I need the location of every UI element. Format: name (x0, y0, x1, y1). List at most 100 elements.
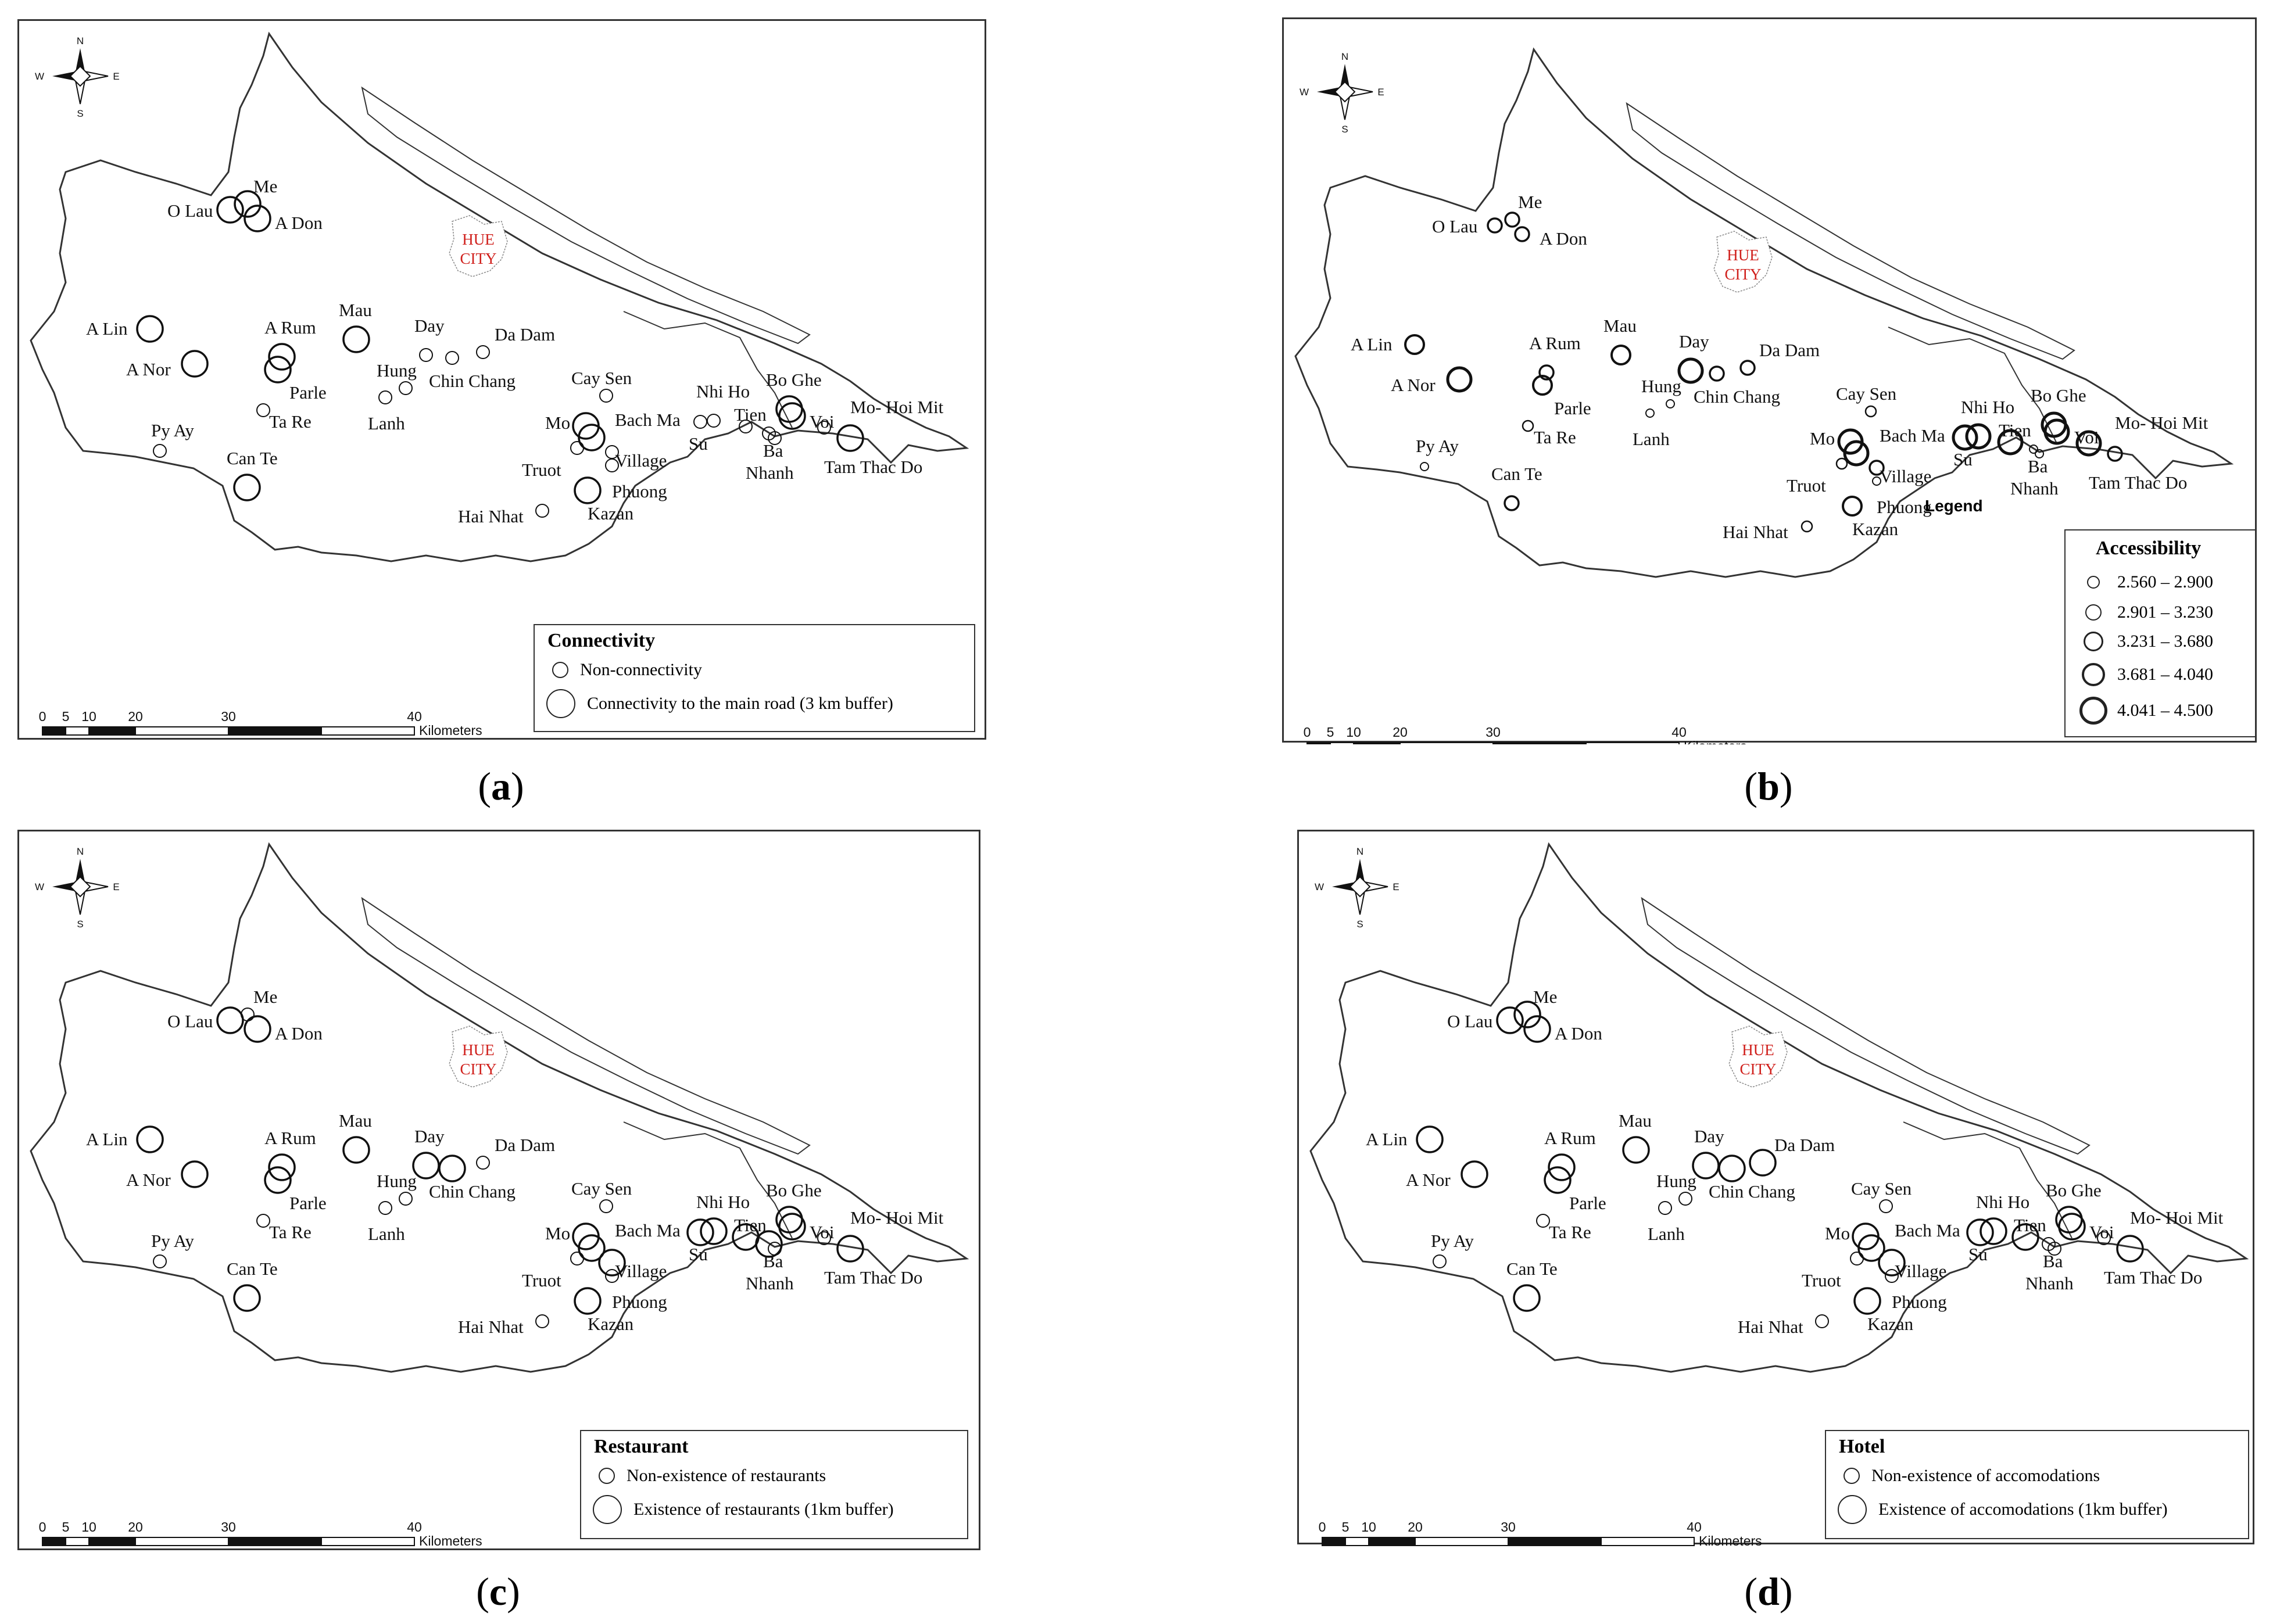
place-label-alin: A Lin (1351, 334, 1393, 354)
legend-title: Connectivity (547, 630, 656, 651)
compass-label-n: N (77, 35, 84, 46)
hue-city-outline (449, 215, 508, 277)
place-label-caysen: Cay Sen (571, 368, 632, 388)
place-label-truot: Truot (1802, 1270, 1841, 1290)
legend-label: Connectivity to the main road (3 km buff… (587, 694, 893, 713)
place-label-village: Village (615, 450, 667, 471)
place-label-kazan: Kazan (588, 503, 634, 524)
circle-level-2-icon (2085, 604, 2102, 621)
circle-level-5-icon (2079, 697, 2107, 725)
place-symbol-village (1878, 1249, 1906, 1277)
place-symbol-bachma (1843, 440, 1870, 467)
place-symbol-tien (1997, 429, 2024, 456)
place-symbol-phuong (1872, 476, 1881, 486)
legend-title: Accessibility (2096, 537, 2202, 559)
place-symbol-bachma (578, 424, 606, 451)
place-symbol-mau (342, 1136, 370, 1164)
legend-label: 2.901 – 3.230 (2117, 603, 2213, 622)
place-symbol-arum (268, 1153, 296, 1181)
place-symbol-nhiho (1980, 1217, 2007, 1245)
place-symbol-anor (1446, 366, 1473, 393)
legend-label: Existence of accomodations (1km buffer) (1878, 1500, 2168, 1519)
lagoon-outline (361, 86, 811, 345)
place-symbol-me (1513, 1001, 1541, 1028)
district-boundary (1903, 1121, 2072, 1239)
small-circle-icon (1844, 1468, 1860, 1484)
province-outline (30, 842, 969, 1373)
place-label-ba: Ba (763, 1251, 783, 1271)
scale-tick-label: 20 (128, 709, 143, 724)
place-label-arum: A Rum (264, 1128, 316, 1148)
compass-label-w: W (35, 71, 44, 82)
caption-b: (b) (1744, 764, 1793, 808)
place-label-lanh: Lanh (1633, 429, 1670, 449)
place-label-chinchang: Chin Chang (1694, 386, 1780, 407)
scale-tick-label: 30 (221, 709, 236, 724)
scale-tick-label: 30 (1501, 1519, 1516, 1535)
lagoon-outline (1626, 102, 2075, 360)
place-label-phuong: Phuong (612, 481, 667, 501)
place-label-dadam: Da Dam (1774, 1135, 1835, 1155)
city-label: CITY (1740, 1060, 1777, 1078)
place-label-hung: Hung (377, 1171, 417, 1191)
place-label-arum: A Rum (1544, 1128, 1596, 1148)
place-label-mohoimit: Mo- Hoi Mit (850, 397, 944, 417)
hue-city-outline (1713, 231, 1773, 293)
place-label-tare: Ta Re (1549, 1222, 1591, 1242)
place-label-anor: A Nor (126, 1170, 171, 1190)
place-label-nhiho: Nhi Ho (1976, 1192, 2029, 1212)
place-label-anor: A Nor (1391, 375, 1436, 395)
place-symbol-nhanh (768, 431, 782, 445)
place-symbol-parle (264, 356, 292, 383)
place-label-day: Day (414, 316, 445, 336)
place-label-ba: Ba (2028, 456, 2048, 476)
place-label-nhanh: Nhanh (746, 463, 794, 483)
place-label-nhanh: Nhanh (2010, 478, 2059, 499)
place-symbol-tamthacdo (836, 424, 864, 452)
legend-item: 2.901 – 3.230 (2083, 603, 2213, 622)
place-symbol-adon (1523, 1015, 1551, 1043)
place-label-chinchang: Chin Chang (1709, 1181, 1795, 1202)
place-label-chinchang: Chin Chang (429, 1181, 516, 1202)
place-label-tien: Tien (2014, 1215, 2046, 1235)
large-circle-icon (1838, 1495, 1867, 1524)
compass-label-e: E (113, 71, 119, 82)
place-label-bachma: Bach Ma (615, 1220, 681, 1241)
place-symbol-hainhat (1815, 1314, 1829, 1328)
place-label-me: Me (1533, 987, 1557, 1007)
place-symbol-truot (570, 1252, 584, 1265)
place-symbol-tien (2011, 1223, 2039, 1251)
place-symbol-chinchang (1709, 365, 1725, 382)
compass-label-s: S (77, 919, 83, 930)
place-label-parle: Parle (289, 1193, 327, 1213)
scale-tick-label: 40 (1671, 725, 1687, 740)
legend-title: Restaurant (594, 1436, 689, 1457)
place-label-kazan: Kazan (1852, 519, 1899, 539)
place-label-phuong: Phuong (1892, 1292, 1947, 1312)
place-symbol-caysen (599, 1199, 613, 1213)
place-label-caysen: Cay Sen (1851, 1178, 1912, 1199)
place-label-tare: Ta Re (1534, 427, 1576, 447)
place-symbol-alin (136, 1125, 164, 1153)
place-label-su: Su (689, 433, 708, 454)
compass-label-s: S (1356, 919, 1363, 930)
place-symbol-mohoimit (2097, 1231, 2111, 1245)
place-label-boghe: Bo Ghe (2046, 1180, 2102, 1200)
place-label-village: Village (615, 1261, 667, 1281)
place-symbol-voi (2058, 1213, 2086, 1241)
legend-item: Non-connectivity (546, 660, 702, 680)
place-label-dadam: Da Dam (1759, 340, 1820, 360)
place-symbol-lanh (1645, 408, 1655, 418)
place-symbol-su (686, 1218, 714, 1246)
place-label-hung: Hung (377, 360, 417, 381)
place-label-chinchang: Chin Chang (429, 371, 516, 391)
place-label-nhiho: Nhi Ho (696, 1192, 750, 1212)
place-label-lanh: Lanh (368, 413, 405, 433)
place-label-ba: Ba (2043, 1251, 2063, 1271)
place-symbol-caysen (599, 389, 613, 403)
place-symbol-adon (244, 205, 271, 232)
place-symbol-bachma (578, 1234, 606, 1262)
